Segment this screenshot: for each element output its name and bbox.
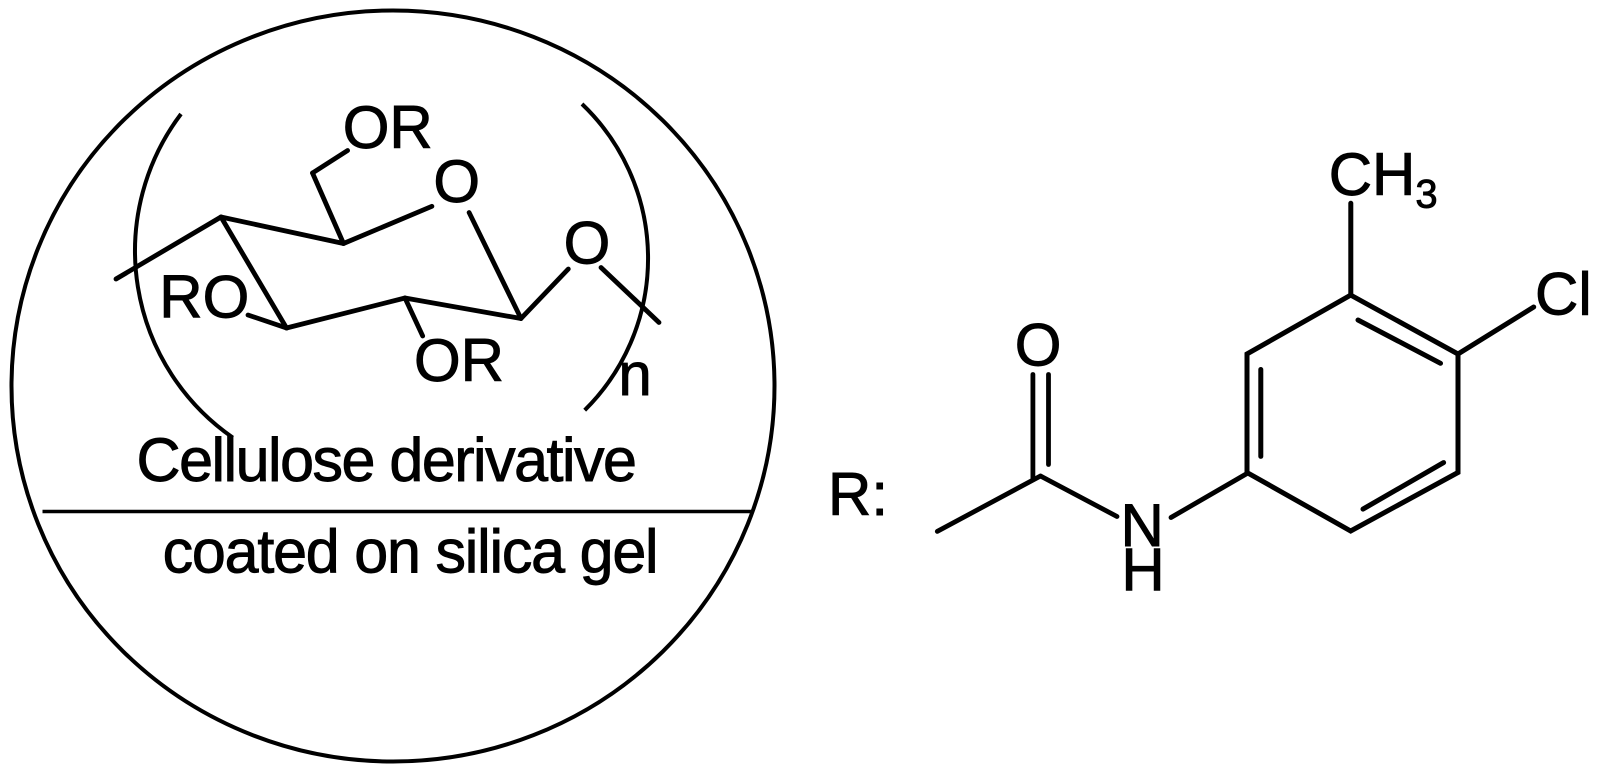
svg-text:Cl: Cl bbox=[1535, 261, 1592, 328]
svg-text:coated on silica gel: coated on silica gel bbox=[163, 518, 658, 586]
svg-text:R:: R: bbox=[828, 461, 888, 528]
svg-text:H: H bbox=[1121, 537, 1164, 604]
svg-text:O: O bbox=[1015, 312, 1062, 379]
svg-text:OR: OR bbox=[414, 327, 504, 394]
svg-text:N: N bbox=[1121, 492, 1164, 559]
svg-text:O: O bbox=[433, 148, 480, 215]
svg-text:OR: OR bbox=[343, 94, 433, 161]
svg-text:RO: RO bbox=[159, 264, 249, 331]
svg-text:n: n bbox=[618, 341, 651, 408]
svg-text:O: O bbox=[564, 210, 611, 277]
svg-text:Cellulose derivative: Cellulose derivative bbox=[137, 426, 636, 494]
